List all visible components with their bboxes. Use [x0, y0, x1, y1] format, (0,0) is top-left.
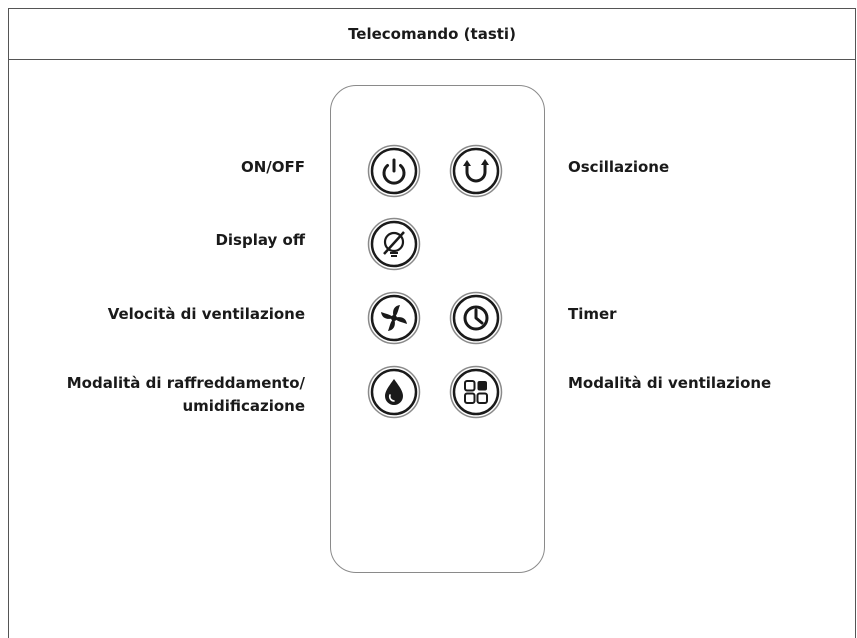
timer-button[interactable]: [449, 291, 503, 345]
label-timer: Timer: [568, 305, 617, 323]
mode-grid-icon: [449, 365, 503, 419]
label-oscillation: Oscillazione: [568, 158, 670, 176]
fan-speed-button[interactable]: [367, 291, 421, 345]
fan-icon: [367, 291, 421, 345]
label-display-off: Display off: [215, 231, 305, 249]
label-on-off: ON/OFF: [240, 158, 305, 176]
power-button[interactable]: [367, 144, 421, 198]
oscillation-icon: [449, 144, 503, 198]
fan-mode-button[interactable]: [449, 365, 503, 419]
display-off-icon: [367, 217, 421, 271]
cooling-humidification-button[interactable]: [367, 365, 421, 419]
timer-icon: [449, 291, 503, 345]
label-fan-speed: Velocità di ventilazione: [107, 305, 305, 323]
oscillation-button[interactable]: [449, 144, 503, 198]
label-fan-mode: Modalità di ventilazione: [568, 374, 772, 392]
diagram-title: Telecomando (tasti): [9, 9, 855, 60]
display-off-button[interactable]: [367, 217, 421, 271]
label-cooling-humidification-line1: Modalità di raffreddamento/: [66, 374, 305, 392]
diagram-frame: Telecomando (tasti) ON/OFF Display off V…: [8, 8, 856, 638]
remote-control: [330, 85, 545, 573]
water-drop-icon: [367, 365, 421, 419]
label-cooling-humidification-line2: umidificazione: [182, 397, 306, 415]
power-icon: [367, 144, 421, 198]
